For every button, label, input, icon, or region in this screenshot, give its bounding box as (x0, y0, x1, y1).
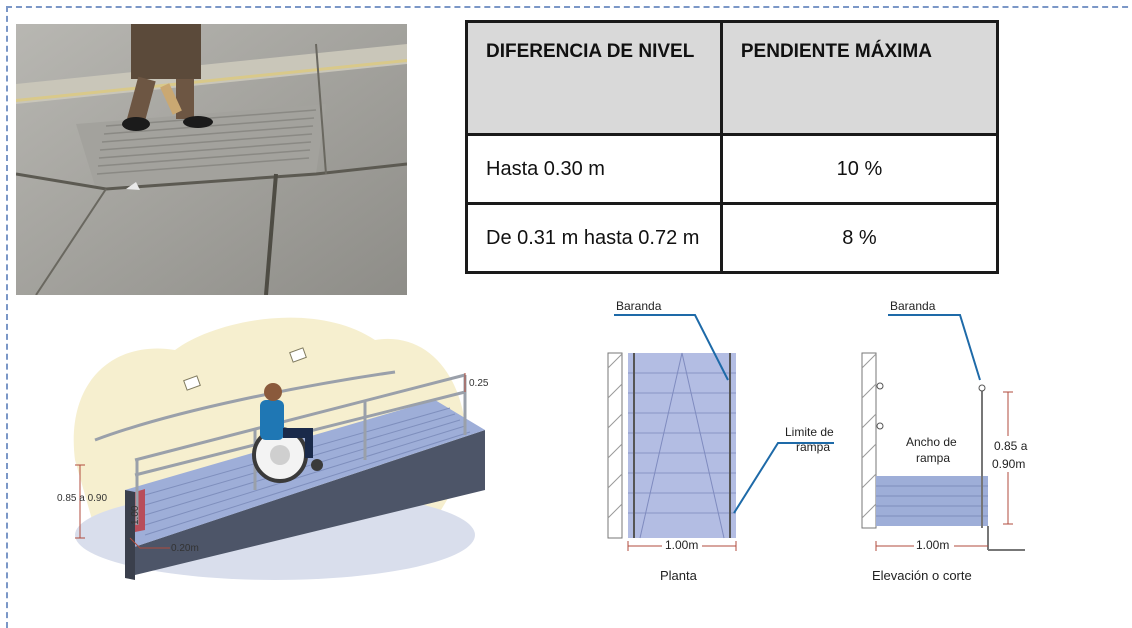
handrail-gap-label: 0.25 (469, 378, 489, 389)
elevacion-caption: Elevación o corte (872, 568, 972, 583)
edge-label: 0.20m (171, 543, 199, 554)
ramp-plan-diagrams: Baranda Limite de rampa 1.00m Planta (600, 288, 1040, 598)
planta-diagram: Baranda Limite de rampa 1.00m Planta (607, 299, 834, 583)
cell-nivel: Hasta 0.30 m (465, 133, 723, 205)
planta-limite-label-2: rampa (796, 440, 830, 454)
slope-table: DIFERENCIA DE NIVEL PENDIENTE MÁXIMA Has… (465, 20, 1000, 274)
dashed-page-frame (6, 6, 1132, 628)
sidewalk-ramp-photo (16, 24, 407, 295)
cell-pendiente: 8 % (719, 202, 1000, 274)
low-rail-label: 1.00 (130, 505, 141, 525)
cell-pendiente: 10 % (719, 133, 1000, 205)
cell-nivel: De 0.31 m hasta 0.72 m (465, 202, 723, 274)
wheelchair-user-figure (252, 383, 323, 483)
table-row: De 0.31 m hasta 0.72 m 8 % (465, 202, 1000, 274)
elevacion-diagram: Baranda Ancho de rampa 0.85 a 0.90m 1.00… (861, 299, 1030, 583)
elevacion-height-label-2: 0.90m (992, 457, 1025, 471)
planta-baranda-label: Baranda (616, 299, 662, 313)
elevacion-ancho-label-2: rampa (916, 451, 950, 465)
elevacion-width-label: 1.00m (916, 538, 949, 552)
table-row: Hasta 0.30 m 10 % (465, 133, 1000, 205)
table-header-row: DIFERENCIA DE NIVEL PENDIENTE MÁXIMA (465, 20, 1000, 136)
planta-caption: Planta (660, 568, 698, 583)
elevacion-baranda-label: Baranda (890, 299, 936, 313)
planta-limite-label-1: Limite de (785, 425, 834, 439)
elevacion-ancho-label-1: Ancho de (906, 435, 957, 449)
header-pendiente-maxima: PENDIENTE MÁXIMA (719, 20, 1000, 136)
header-diferencia-de-nivel: DIFERENCIA DE NIVEL (465, 20, 723, 136)
handrail-height-label: 0.85 a 0.90 (57, 493, 107, 504)
elevacion-height-label-1: 0.85 a (994, 439, 1028, 453)
ramp-illustration: 0.25 0.85 a 0.90 1.00 0.20m (55, 300, 505, 590)
planta-width-label: 1.00m (665, 538, 698, 552)
